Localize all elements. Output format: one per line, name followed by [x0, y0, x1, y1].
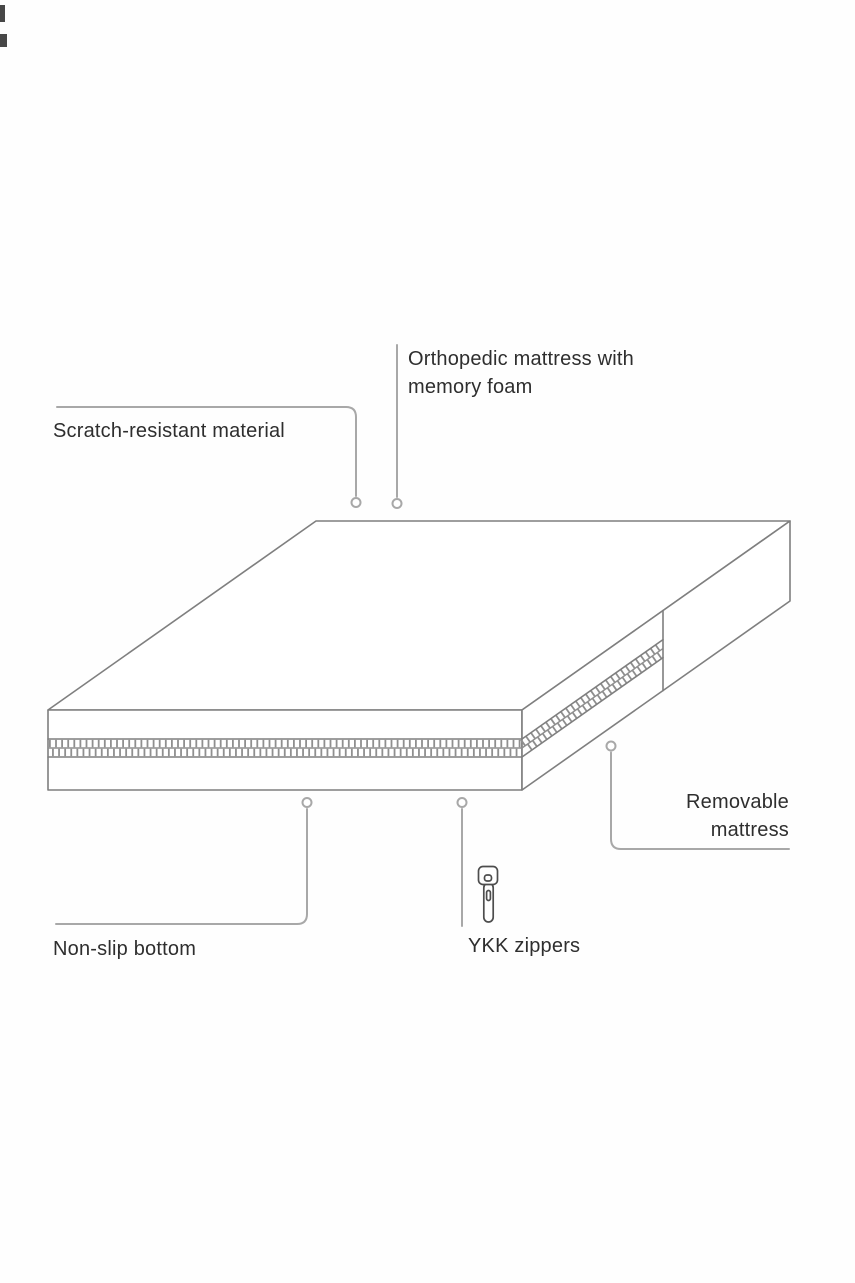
side-band-top-edge [521, 638, 664, 740]
label-removable-line1: Removable [686, 791, 789, 813]
label-removable-line2: mattress [711, 819, 789, 841]
label-ykk-zippers: YKK zippers [468, 935, 580, 957]
label-orthopedic-line1: Orthopedic mattress with [408, 348, 634, 370]
label-scratch-resistant: Scratch-resistant material [53, 420, 285, 442]
leader-dot-nonslip [301, 797, 313, 808]
side-band-bottom-edge [521, 656, 664, 758]
mattress-side-face [521, 520, 791, 791]
leader-line-removable [610, 751, 790, 850]
edge-artifact [0, 5, 5, 22]
leader-line-nonslip [55, 808, 308, 925]
callout-labels: Orthopedic mattress with memory foam Scr… [53, 348, 789, 960]
label-non-slip: Non-slip bottom [53, 938, 196, 960]
zipper-pull-tab [482, 882, 495, 923]
leader-dot-scratch [350, 497, 362, 508]
zipper-pull-icon [477, 865, 499, 923]
zipper-center-line [521, 648, 663, 749]
leader-dot-ykk [456, 797, 468, 808]
label-orthopedic-line2: memory foam [408, 376, 532, 398]
zipper-teeth-row [524, 650, 665, 752]
zipper-band-front [48, 739, 522, 757]
edge-artifact [0, 34, 7, 47]
callout-leaders [55, 344, 790, 927]
zipper-pull-slot [485, 889, 492, 902]
leader-dot-orthopedic [391, 498, 403, 509]
zipper-band-side [520, 644, 665, 752]
mattress-illustration [47, 520, 791, 791]
leader-line-scratch [56, 406, 357, 497]
leader-dot-removable [605, 740, 617, 752]
zipper-pull-hole [483, 874, 493, 882]
